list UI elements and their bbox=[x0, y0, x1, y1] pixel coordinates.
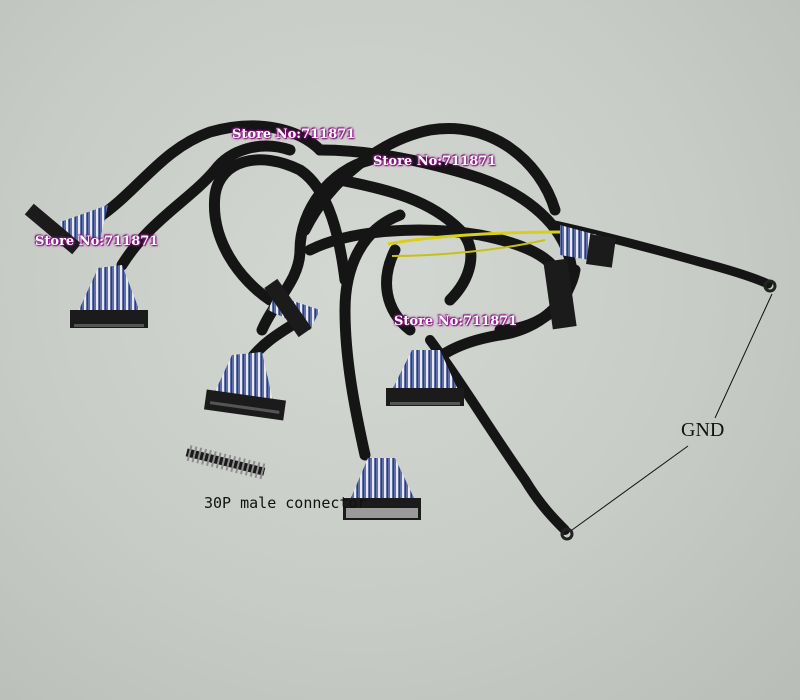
cable bbox=[381, 244, 416, 336]
watermark-text: Store No:711871 bbox=[35, 234, 159, 249]
cable bbox=[89, 120, 326, 226]
ring-terminal bbox=[763, 279, 777, 293]
connector-right-top bbox=[560, 225, 616, 268]
rubber-band bbox=[387, 230, 561, 246]
cable bbox=[208, 154, 351, 306]
connector-center-left bbox=[203, 352, 287, 421]
cable bbox=[334, 174, 477, 306]
male-connector-label: 30P male connector bbox=[204, 494, 367, 512]
connector-left-mid bbox=[70, 265, 148, 328]
cable bbox=[116, 140, 296, 271]
cable bbox=[425, 335, 570, 535]
gnd-label: GND bbox=[681, 419, 725, 441]
pin-header bbox=[185, 445, 266, 480]
watermark-text: Store No:711871 bbox=[373, 154, 497, 169]
connector-center-right bbox=[386, 350, 464, 406]
cable bbox=[550, 220, 773, 289]
watermark-text: Store No:711871 bbox=[394, 314, 518, 329]
connector-bottom bbox=[343, 458, 421, 520]
pointer-line bbox=[571, 445, 689, 531]
connector-center-top bbox=[264, 278, 320, 338]
pointer-line bbox=[714, 293, 773, 419]
cable bbox=[339, 209, 406, 461]
watermark-text: Store No:711871 bbox=[232, 127, 356, 142]
connector-left-top bbox=[24, 203, 108, 255]
cables bbox=[89, 120, 773, 535]
cable bbox=[299, 123, 561, 236]
connector-right-mid bbox=[543, 258, 577, 330]
rubber-band bbox=[391, 239, 546, 257]
ring-terminal bbox=[560, 527, 574, 541]
